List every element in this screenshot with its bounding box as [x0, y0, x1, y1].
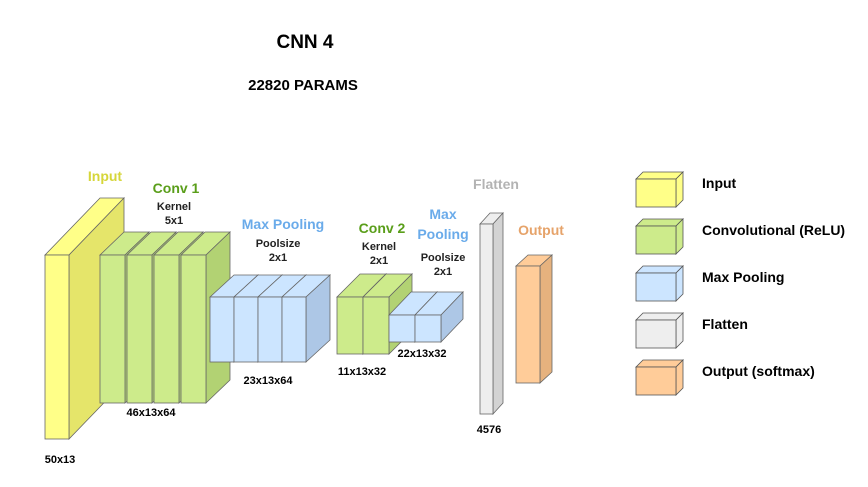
flatten-block — [479, 211, 504, 416]
input-layer-title: Input — [88, 168, 123, 184]
conv1-kernel-value: 5x1 — [165, 215, 183, 227]
diagram-title: CNN 4 — [276, 32, 333, 53]
legend-swatch — [635, 265, 684, 302]
legend-item: Flatten — [635, 312, 748, 349]
conv1-kernel-label: Kernel — [157, 201, 191, 213]
conv2-dims: 11x13x32 — [338, 366, 386, 378]
legend-swatch — [635, 171, 684, 208]
pool1-poolsize-value: 2x1 — [269, 252, 287, 264]
pool1-slab — [280, 274, 332, 363]
legend-swatch — [635, 359, 684, 396]
pool1-dims: 23x13x64 — [244, 375, 294, 387]
legend-label: Max Pooling — [702, 269, 784, 285]
legend-item: Output (softmax) — [635, 359, 815, 396]
pool1-title: Max Pooling — [242, 216, 324, 232]
pool2-poolsize-value: 2x1 — [434, 266, 452, 278]
params-count: 22820 PARAMS — [248, 77, 358, 94]
pool2-dims: 22x13x32 — [398, 348, 447, 360]
legend-label: Input — [702, 175, 737, 191]
legend-label: Output (softmax) — [702, 363, 815, 379]
legend-swatch — [635, 218, 684, 255]
flatten-dims: 4576 — [477, 424, 501, 436]
pool1-poolsize-label: Poolsize — [256, 238, 301, 250]
conv1-dims: 46x13x64 — [127, 407, 177, 419]
layer-blocks — [44, 197, 554, 440]
flatten-title: Flatten — [473, 176, 519, 192]
pool2-title-line2: Pooling — [417, 226, 468, 242]
conv2-kernel-label: Kernel — [362, 241, 396, 253]
output-title: Output — [518, 222, 564, 238]
conv1-title: Conv 1 — [153, 180, 200, 196]
pool2-poolsize-label: Poolsize — [421, 252, 466, 264]
legend-item: Convolutional (ReLU) — [635, 218, 845, 255]
pool2-slab — [414, 291, 464, 343]
legend-label: Flatten — [702, 316, 748, 332]
legend-item: Max Pooling — [635, 265, 784, 302]
output-block — [514, 254, 554, 384]
legend-label: Convolutional (ReLU) — [702, 222, 845, 238]
conv2-title: Conv 2 — [359, 220, 406, 236]
conv2-kernel-value: 2x1 — [370, 255, 388, 267]
legend-item: Input — [635, 171, 737, 208]
pool2-title-line1: Max — [429, 206, 456, 222]
legend-swatch — [635, 312, 684, 349]
input-dims: 50x13 — [45, 454, 76, 466]
